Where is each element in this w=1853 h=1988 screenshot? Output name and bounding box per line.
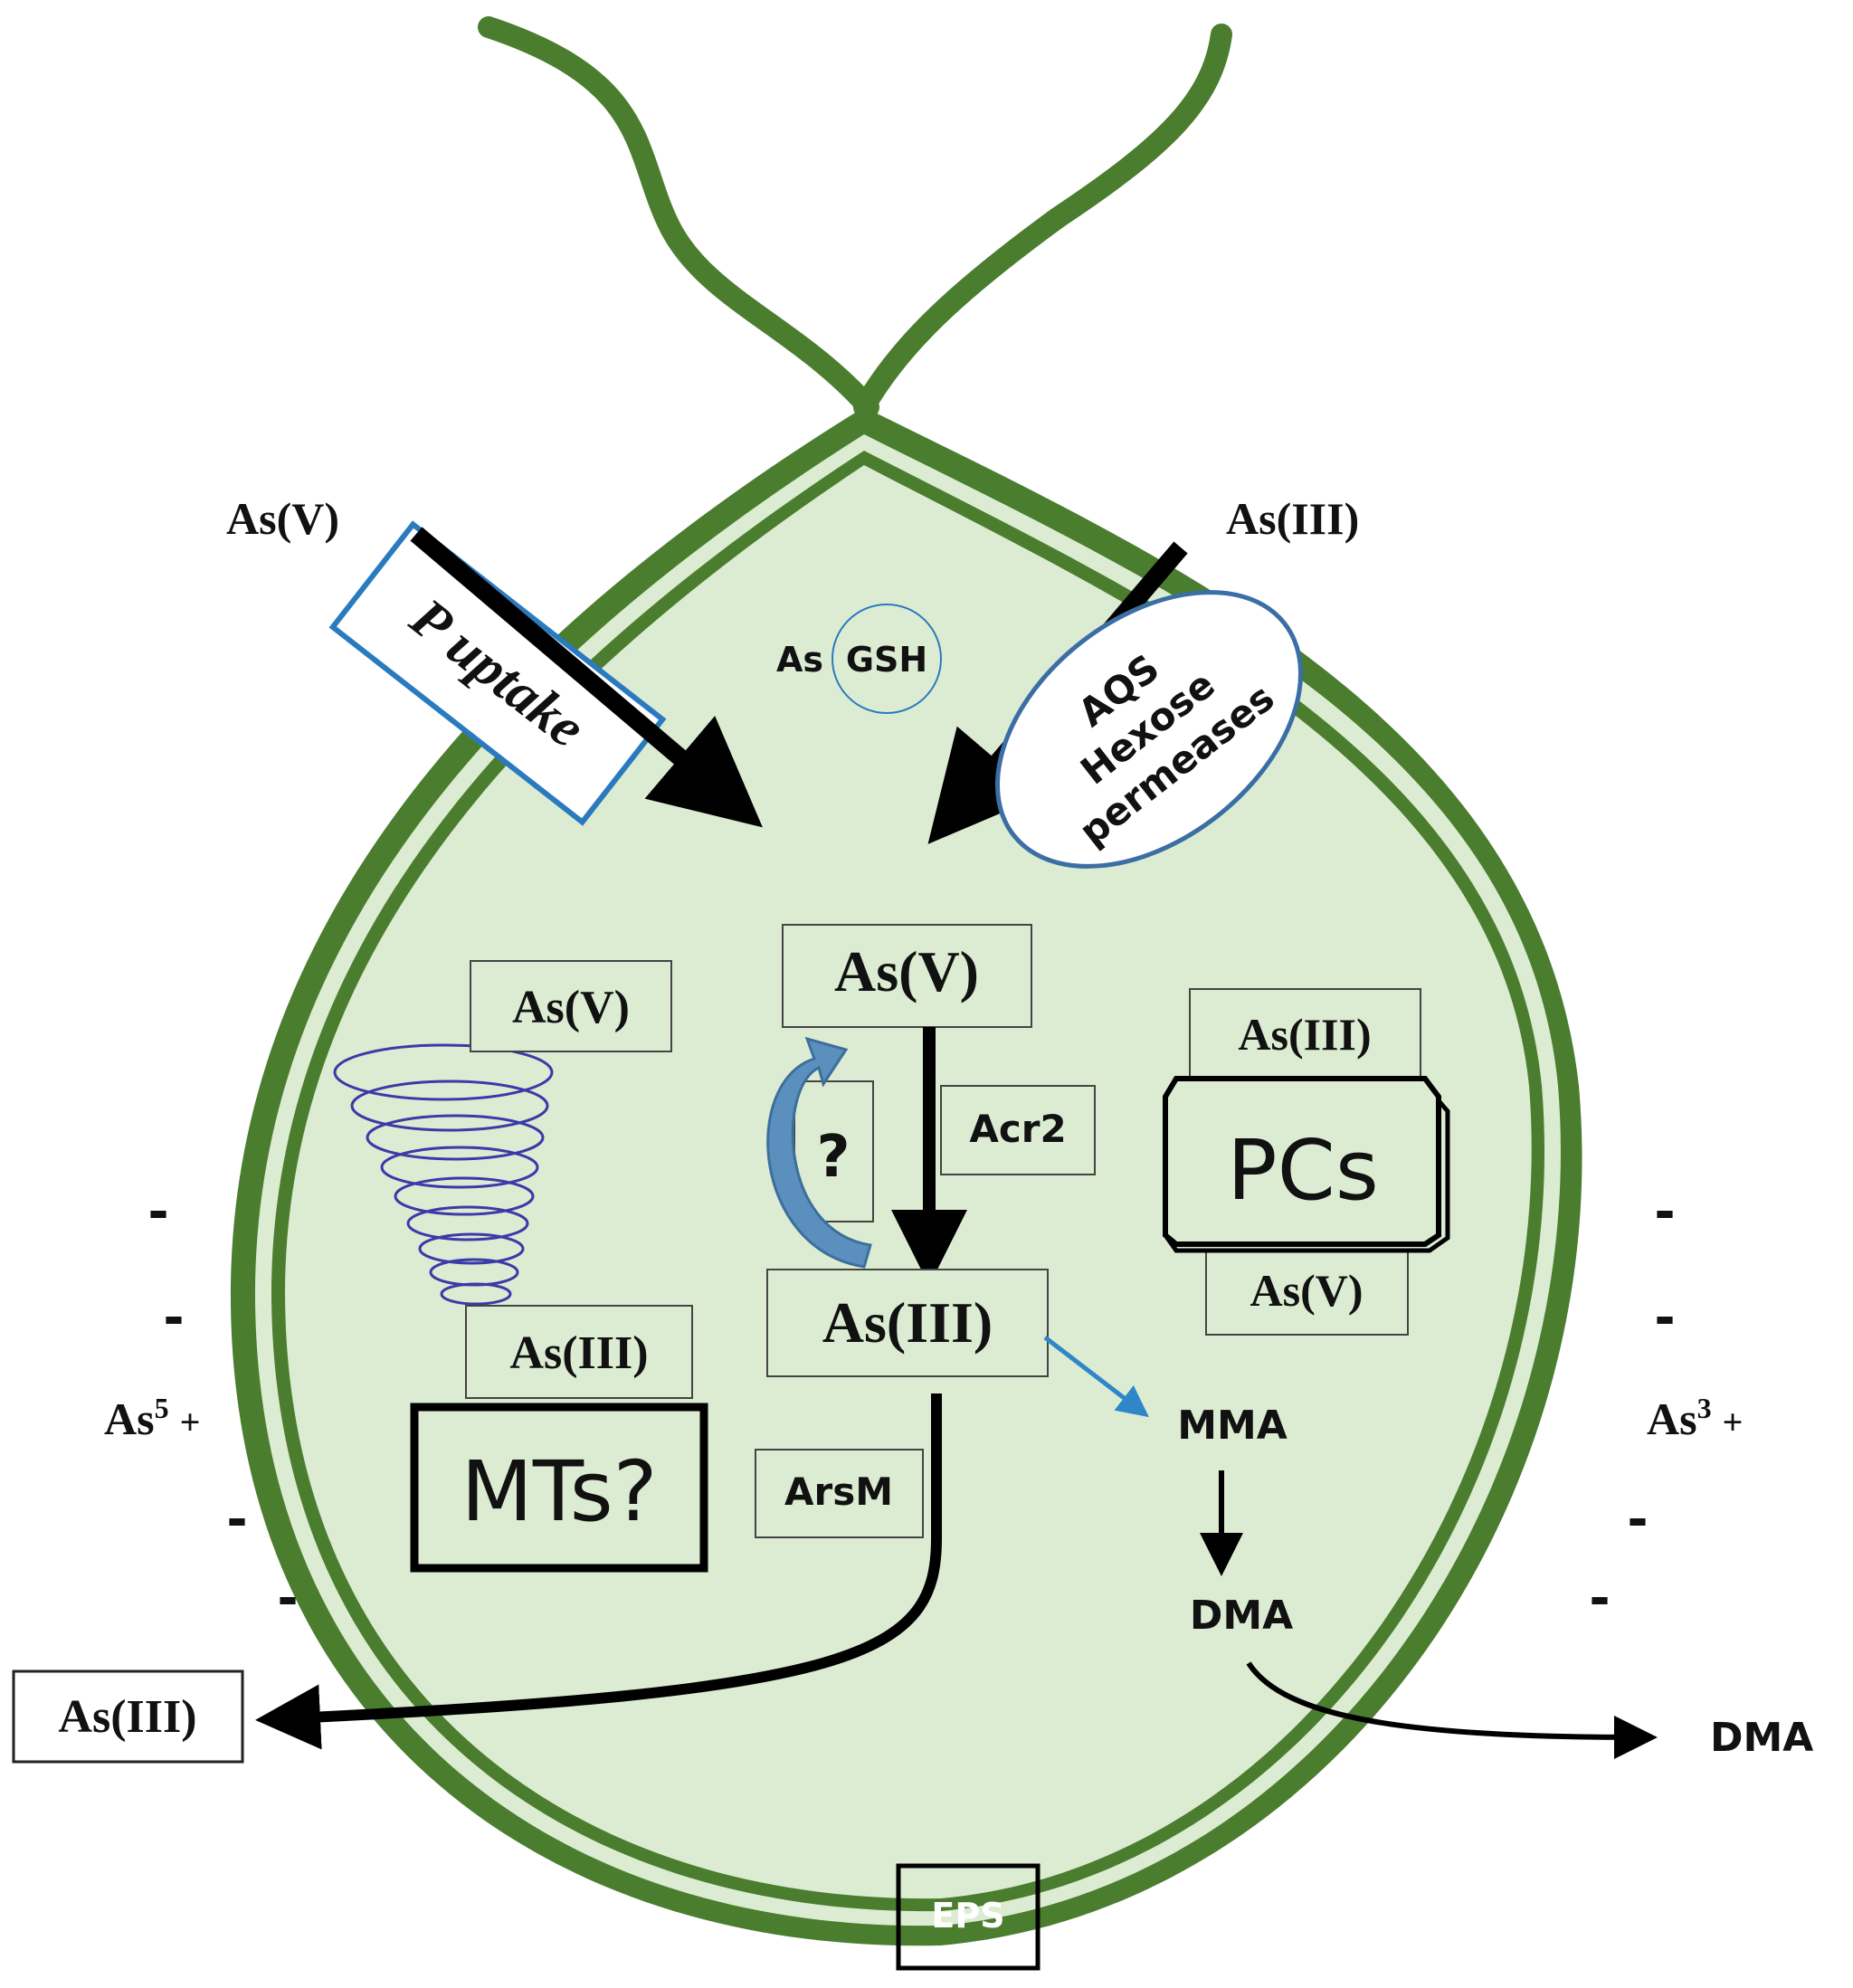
dma-inside-label: DMA — [1190, 1593, 1293, 1639]
as-gsh-as-label: As — [776, 640, 823, 680]
left-as-iii-label: As(III) — [509, 1327, 648, 1379]
sequestration-coil — [333, 1043, 554, 1306]
as3-label: As3+ — [1647, 1392, 1743, 1444]
mts-box — [410, 1403, 708, 1573]
as-v-outside-label: As(V) — [226, 493, 339, 544]
efflux-as-iii-label: As(III) — [58, 1691, 196, 1743]
minus-right-4: - — [1589, 1569, 1610, 1628]
efflux-as-iii-box — [12, 1669, 244, 1764]
minus-left-3: - — [226, 1490, 247, 1549]
left-as-v-label: As(V) — [512, 982, 630, 1033]
left-as-iii-box — [465, 1305, 693, 1399]
aqs-hexose-permeases: AQS Hexose permeases — [994, 590, 1304, 869]
dma-efflux-arrow — [1246, 1661, 1658, 1759]
pcs-as-v-label: As(V) — [1250, 1265, 1364, 1316]
as-v-uptake-arrow — [410, 527, 763, 828]
arsm-box — [755, 1449, 924, 1538]
as-iii-outside-label: As(III) — [1226, 493, 1359, 544]
as5-label: As5+ — [104, 1392, 200, 1444]
methylation-arrow — [1043, 1336, 1149, 1418]
center-as-v-box — [782, 924, 1032, 1028]
minus-right-3: - — [1627, 1490, 1648, 1549]
left-as-v-box — [470, 960, 672, 1052]
dma-outside-label: DMA — [1710, 1715, 1813, 1761]
pcs-label: PCs — [1227, 1122, 1379, 1219]
minus-right-2: - — [1654, 1289, 1675, 1347]
question-label: ? — [816, 1124, 850, 1191]
mma-label: MMA — [1177, 1403, 1288, 1449]
center-as-iii-box — [766, 1269, 1049, 1377]
eps-box — [896, 1863, 1041, 1971]
eps-label: EPS — [931, 1896, 1004, 1936]
reoxidation-arrow — [766, 1036, 872, 1269]
gsh-circle — [831, 604, 942, 714]
pcs-as-v-box — [1205, 1243, 1409, 1336]
arsm-label: ArsM — [784, 1470, 893, 1514]
minus-right-1: - — [1654, 1183, 1675, 1241]
pcs-as-iii-label: As(III) — [1238, 1009, 1371, 1060]
pcs-box — [1163, 1076, 1441, 1247]
pcs-as-iii-box — [1189, 988, 1421, 1078]
center-as-v-label: As(V) — [834, 939, 979, 1004]
acr2-label: Acr2 — [969, 1107, 1066, 1151]
minus-left-2: - — [163, 1289, 184, 1347]
acr2-box — [940, 1085, 1096, 1175]
as-iii-efflux-arrow — [255, 1394, 942, 1750]
gsh-label: GSH — [846, 640, 927, 680]
center-as-iii-label: As(III) — [822, 1290, 993, 1355]
minus-left-4: - — [277, 1569, 298, 1628]
right-flagellum — [853, 24, 1232, 418]
mts-label: MTs? — [461, 1443, 657, 1540]
minus-left-1: - — [147, 1183, 168, 1241]
left-flagellum — [478, 16, 879, 418]
